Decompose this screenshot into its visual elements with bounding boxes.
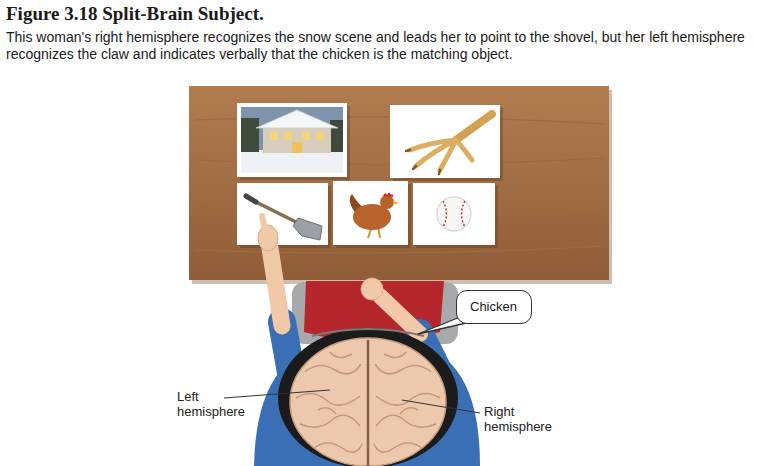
brain: [290, 338, 446, 466]
pointing-finger: [262, 216, 265, 230]
table-top: [189, 86, 609, 280]
card-shadow: [240, 106, 350, 180]
figure-caption: This woman's right hemisphere recognizes…: [6, 29, 766, 63]
speech-text: Chicken: [470, 299, 518, 314]
house-window: [284, 132, 292, 140]
picture-card: [237, 183, 328, 245]
part-label: Right hemisphere: [484, 404, 566, 434]
house-window: [270, 132, 278, 140]
picture-card: [333, 181, 408, 245]
snow-ground: [241, 150, 343, 173]
leader-line: [224, 390, 330, 398]
claw-leg: [456, 114, 492, 140]
baseball-stitches: [443, 201, 465, 227]
forearm: [380, 296, 420, 334]
snow-sky: [241, 107, 343, 173]
picture-card: [237, 103, 347, 177]
picture-card: [413, 183, 495, 245]
house-window: [316, 132, 324, 140]
baseball: [437, 197, 471, 231]
hair: [278, 328, 458, 466]
gyri: [296, 352, 362, 452]
glasses: [312, 329, 424, 336]
chicken-beak: [393, 201, 399, 205]
claw-nails: [406, 150, 440, 174]
snowy-roof: [256, 110, 338, 128]
brain-midline: [367, 340, 370, 466]
speech-bubble: Chicken: [456, 290, 532, 324]
gyri: [374, 352, 440, 452]
figure-title: Figure 3.18 Split-Brain Subject.: [6, 3, 264, 25]
shovel-handle: [252, 200, 300, 224]
claw-toes: [410, 140, 472, 170]
chicken-comb: [383, 193, 393, 198]
house-door: [292, 142, 302, 153]
snowy-tree: [330, 120, 343, 152]
shovel-blade: [293, 218, 322, 240]
hand: [258, 225, 278, 251]
house-wall: [263, 126, 331, 153]
shovel-grip: [246, 196, 256, 202]
leader-line: [402, 400, 480, 413]
part-label: Left hemisphere: [177, 389, 251, 419]
chicken-head: [380, 195, 394, 209]
snowy-tree: [241, 118, 259, 152]
fist: [361, 278, 383, 300]
house-window: [302, 132, 310, 140]
pointing-arm: [270, 248, 282, 326]
picture-card: [390, 105, 500, 178]
